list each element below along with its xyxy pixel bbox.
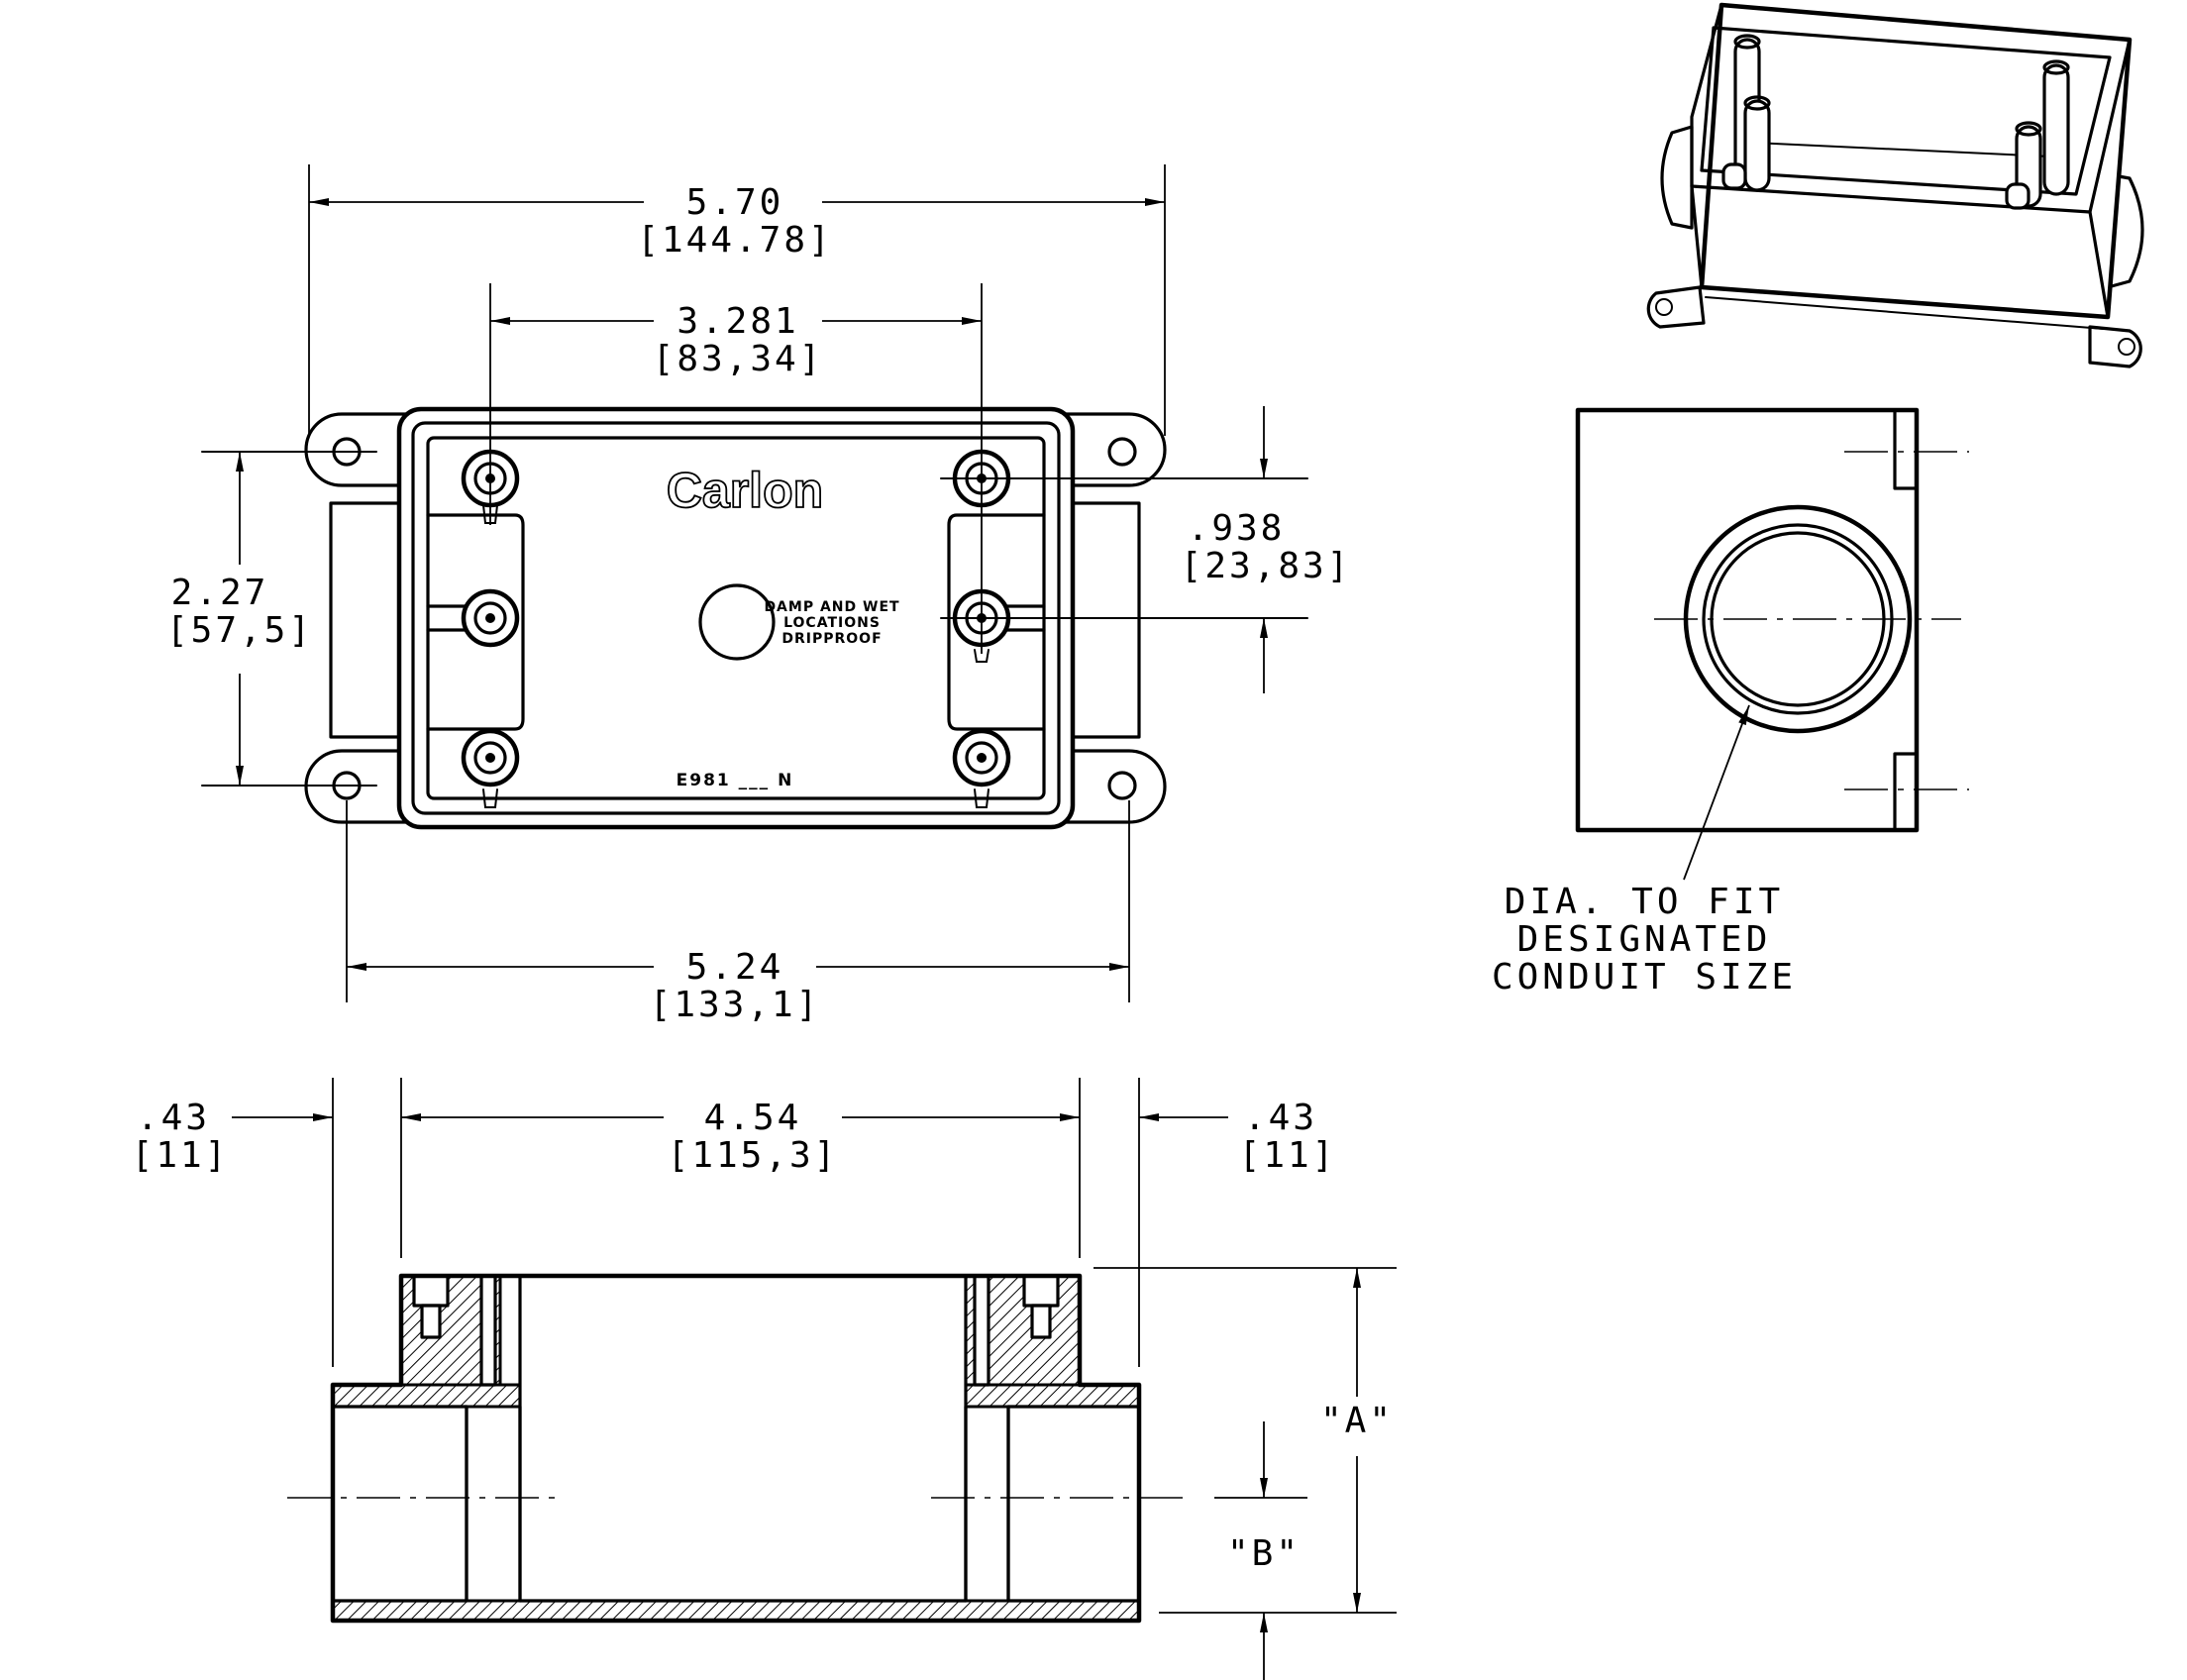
- inner-rib-left: [426, 513, 525, 731]
- dim-depth-a: "A": [1320, 1401, 1394, 1441]
- hub-side-right: [1062, 501, 1141, 739]
- part-number: E981 ___ N: [677, 771, 794, 790]
- top-view-dimensions: 5.70 [144.78] 3.281 [83,34] 2.27 [57,5] …: [166, 164, 1352, 1025]
- section-dimensions: .43 [11] 4.54 [115,3] .43 [11] "A" "B": [132, 1078, 1397, 1680]
- hub-side-left: [329, 501, 408, 739]
- dim-screw-spacing-metric: [83,34]: [653, 339, 824, 379]
- section-view: [287, 1273, 1189, 1624]
- note-conduit-line-3: CONDUIT SIZE: [1492, 957, 1797, 998]
- box-cavity: [518, 1274, 968, 1603]
- dim-mount-spacing: 5.24: [686, 947, 784, 988]
- dim-screw-spacing: 3.281: [677, 301, 798, 342]
- dim-left-hub-metric: [11]: [132, 1135, 230, 1176]
- iso-bosses: [1721, 34, 2070, 210]
- dim-left-hub: .43: [137, 1098, 210, 1138]
- dim-inner-width: 4.54: [704, 1098, 802, 1138]
- rating-line-3: DRIPPROOF: [781, 631, 882, 647]
- dim-mount-spacing-metric: [133,1]: [650, 985, 821, 1025]
- rating-line-2: LOCATIONS: [783, 615, 881, 631]
- dim-overall-width: 5.70: [686, 182, 784, 223]
- mount-hole-icon: [1107, 437, 1137, 467]
- hub-left-section: [331, 1405, 469, 1603]
- dim-right-hub-metric: [11]: [1239, 1135, 1337, 1176]
- isometric-view: [1646, 2, 2144, 368]
- center-knockout: [698, 583, 776, 661]
- note-conduit-line-1: DIA. TO FIT: [1505, 882, 1784, 922]
- note-conduit-line-2: DESIGNATED: [1517, 919, 1772, 960]
- dim-inner-width-metric: [115,3]: [668, 1135, 839, 1176]
- dim-hub-offset-metric: [23,83]: [1181, 546, 1352, 586]
- hub-right-section: [1006, 1405, 1141, 1603]
- dim-hub-offset: .938: [1188, 508, 1286, 549]
- end-view: DIA. TO FIT DESIGNATED CONDUIT SIZE: [1492, 407, 1969, 998]
- inner-rib-right: [947, 513, 1046, 731]
- dim-height-metric: [57,5]: [166, 610, 313, 651]
- mount-hole-icon: [1107, 771, 1137, 800]
- dim-right-hub: .43: [1244, 1098, 1317, 1138]
- dim-overall-width-metric: [144.78]: [637, 220, 832, 261]
- dim-height: 2.27: [171, 573, 269, 613]
- top-view: Carlon DAMP AND WET LOCATIONS DRIPPROOF …: [201, 406, 1308, 830]
- rating-line-1: DAMP AND WET: [764, 599, 899, 615]
- dim-depth-b: "B": [1227, 1533, 1301, 1574]
- brand-logo: Carlon: [667, 463, 823, 518]
